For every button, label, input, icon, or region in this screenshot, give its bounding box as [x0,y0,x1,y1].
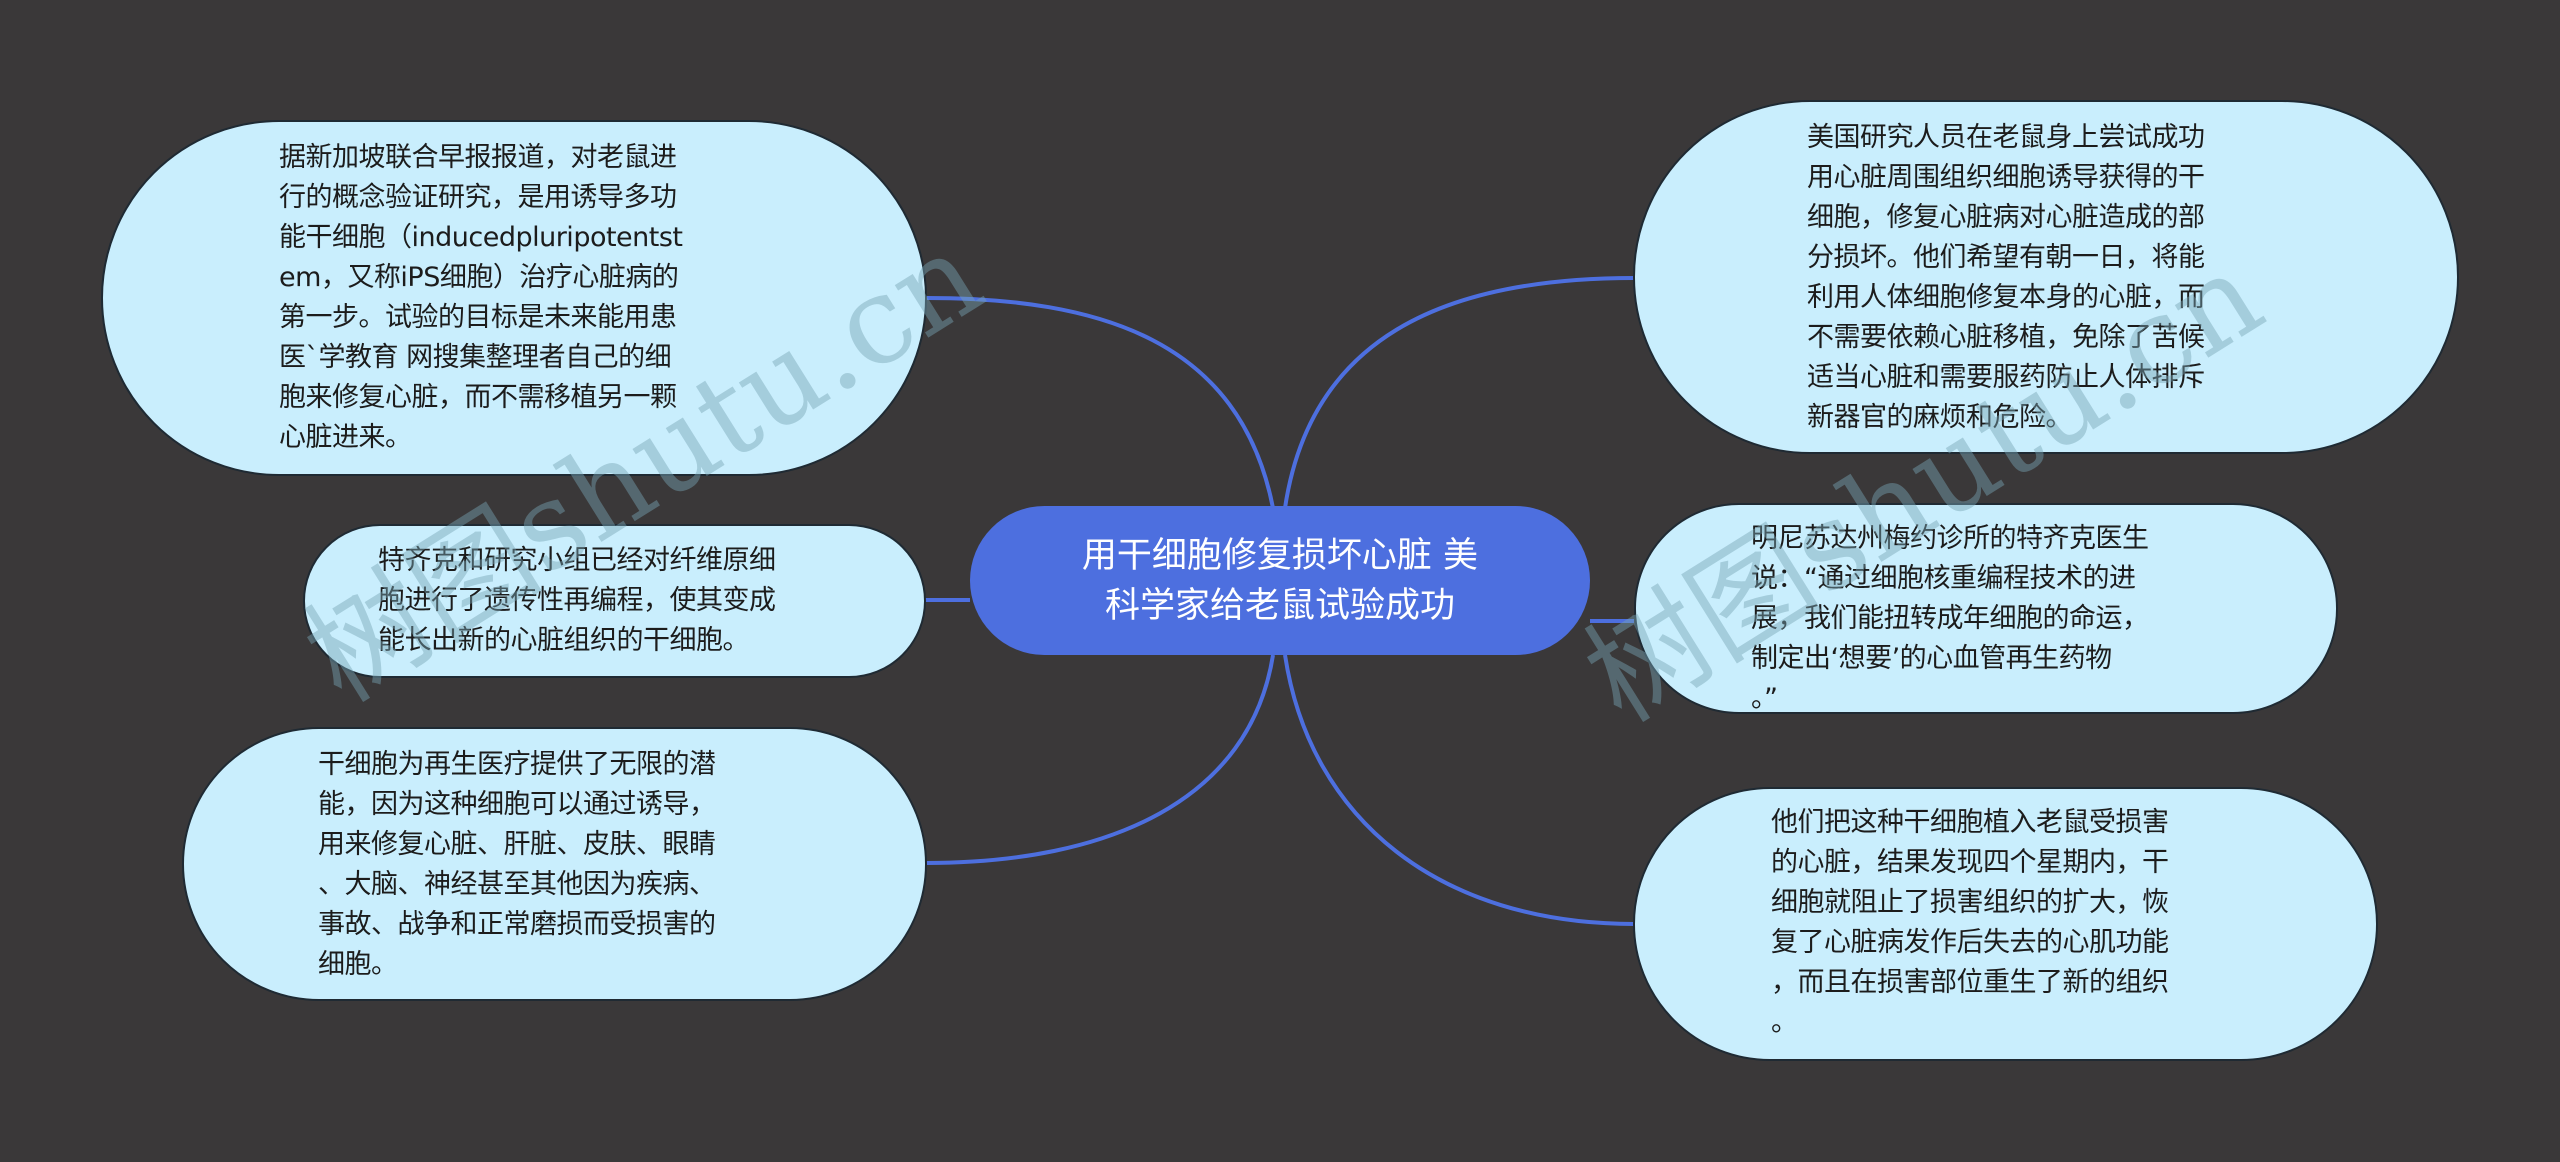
topic-left-3[interactable]: 干细胞为再生医疗提供了无限的潜 能，因为这种细胞可以通过诱导， 用来修复心脏、肝… [182,727,927,1001]
topic-left-3-text: 干细胞为再生医疗提供了无限的潜 能，因为这种细胞可以通过诱导， 用来修复心脏、肝… [318,749,716,980]
topic-right-1[interactable]: 美国研究人员在老鼠身上尝试成功 用心脏周围组织细胞诱导获得的干 细胞，修复心脏病… [1633,100,2459,454]
link-left-3 [925,654,1275,865]
topic-right-2[interactable]: 明尼苏达州梅约诊所的特齐克医生 说：“通过细胞核重编程技术的进 展，我们能扭转成… [1634,503,2338,714]
topic-left-2-text: 特齐克和研究小组已经对纤维原细 胞进行了遗传性再编程，使其变成 能长出新的心脏组… [378,545,776,656]
topic-right-3-text: 他们把这种干细胞植入老鼠受损害 的心脏，结果发现四个星期内，干 细胞就阻止了损害… [1771,807,2169,1038]
topic-left-1-text: 据新加坡联合早报报道，对老鼠进 行的概念验证研究，是用诱导多功 能干细胞（ind… [279,142,683,453]
topic-left-2[interactable]: 特齐克和研究小组已经对纤维原细 胞进行了遗传性再编程，使其变成 能长出新的心脏组… [303,524,926,678]
link-left-1 [925,296,1275,509]
topic-right-3[interactable]: 他们把这种干细胞植入老鼠受损害 的心脏，结果发现四个星期内，干 细胞就阻止了损害… [1633,787,2378,1061]
topic-right-2-text: 明尼苏达州梅约诊所的特齐克医生 说：“通过细胞核重编程技术的进 展，我们能扭转成… [1751,523,2149,714]
topic-right-1-text: 美国研究人员在老鼠身上尝试成功 用心脏周围组织细胞诱导获得的干 细胞，修复心脏病… [1807,122,2205,433]
link-right-3 [1283,654,1635,926]
topic-left-1[interactable]: 据新加坡联合早报报道，对老鼠进 行的概念验证研究，是用诱导多功 能干细胞（ind… [101,120,927,476]
central-topic[interactable]: 用干细胞修复损坏心脏 美 科学家给老鼠试验成功 [970,506,1590,655]
central-topic-title: 用干细胞修复损坏心脏 美 科学家给老鼠试验成功 [1081,535,1479,626]
link-right-1 [1283,276,1635,509]
